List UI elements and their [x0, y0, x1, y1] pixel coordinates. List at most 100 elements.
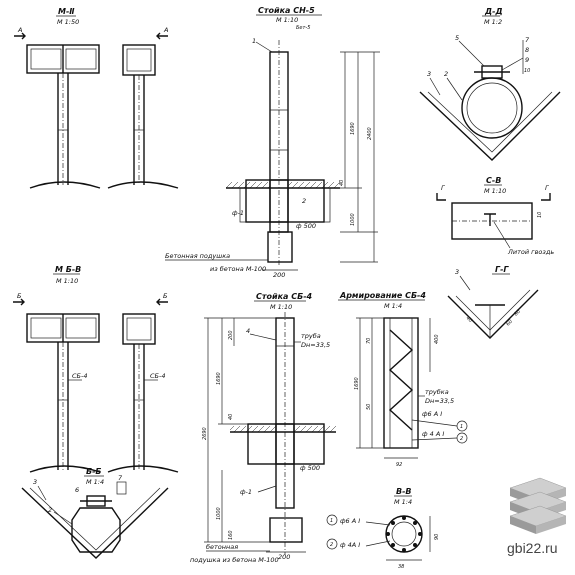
callout: 3 [33, 478, 37, 486]
dimension: 160 [228, 530, 234, 540]
view-reinforcement-sb4: Армирование СБ-4 М 1:4 трубка Dн=33,5 ф6… [338, 291, 468, 468]
callout: 4 [246, 327, 250, 335]
dimension: 1690 [216, 372, 222, 385]
view-scale: М 1:10 [276, 16, 298, 24]
callout: 3 [455, 268, 459, 276]
rebar-label: ф 4А Ⅰ [340, 541, 360, 549]
section-mark: А [17, 26, 22, 34]
callout: 7 [525, 36, 530, 44]
callout: 5 [455, 34, 459, 42]
view-title: Б-Б [86, 467, 102, 476]
view-scale: М 1:10 [484, 187, 506, 195]
dimension: 90 [434, 534, 440, 540]
callout: 1 [252, 37, 256, 45]
view-title: М-Ⅱ [58, 7, 75, 16]
view-g-g: Г-Г 3 40 60 80 [447, 265, 539, 339]
dimension: 1000 [216, 507, 222, 520]
view-scale: М 1:10 [270, 303, 292, 311]
tube-label: труба [301, 332, 321, 340]
part-label: СБ-4 [150, 372, 165, 380]
watermark: gbi22.ru [507, 540, 558, 556]
dimension: 40 [228, 414, 234, 420]
view-d-d: Д-Д М 1:2 5 7 8 9 10 3 2 [419, 7, 561, 161]
rebar-dots [386, 516, 422, 552]
diameter-label: ф 500 [300, 464, 320, 472]
callout: 6 [75, 486, 79, 494]
callout: 2 [302, 197, 306, 205]
rebar-label: ф6 А Ⅰ [422, 410, 442, 418]
view-title: Армирование СБ-4 [339, 291, 426, 300]
callout: 3 [427, 70, 431, 78]
dimension: 50 [366, 404, 372, 410]
pad-label: бетонная [206, 543, 238, 551]
part-label: СБ-4 [72, 372, 87, 380]
view-title: Стойка СН-5 [258, 6, 315, 15]
pad-label: Бетонная подушка [165, 252, 230, 260]
callout: 1 [330, 518, 333, 524]
callout: 2 [460, 436, 463, 442]
tube-label: трубка [425, 388, 449, 396]
view-m-b-v: М Б-В М 1:10 Б СБ-4 СБ-4 Б [13, 265, 179, 473]
callout: 10 [524, 68, 530, 74]
view-scale: М 1:50 [57, 18, 79, 26]
callout: 2 [330, 542, 333, 548]
callout: 2 [444, 70, 448, 78]
view-stand-sb4: Стойка СБ-4 М 1:10 труба Dн=33,5 4 ф 500… [190, 292, 336, 564]
view-scale: М 1:4 [394, 498, 412, 506]
brand-logo: gbi22.ru [507, 477, 567, 556]
dimension: 60 [505, 319, 514, 328]
plate-label: Литой гвоздь [507, 248, 554, 256]
dimension: 92 [396, 462, 402, 468]
rebar-label: ф6 А Ⅰ [340, 517, 360, 525]
view-title: В-В [396, 487, 412, 496]
view-title: М Б-В [55, 265, 81, 274]
view-b-b: Б-Б М 1:4 6 7 3 2 [21, 467, 169, 559]
dimension: 70 [366, 338, 372, 344]
view-scale: М 1:4 [86, 478, 104, 486]
view-stand-sn5: Стойка СН-5 М 1:10 Бет-5 1 2 ф-1 ф 500 2… [165, 6, 380, 279]
dimension: 2690 [202, 427, 208, 440]
view-v-v: В-В М 1:4 1 ф6 А Ⅰ 2 ф 4А Ⅰ 38 90 [326, 487, 440, 570]
dimension: 10 [537, 212, 543, 218]
callout: 1 [460, 424, 463, 430]
dimension: 40 [465, 315, 474, 324]
dimension: 1000 [350, 213, 356, 226]
rebar-label: ф 4 А Ⅰ [422, 430, 444, 438]
view-scale: М 1:4 [384, 302, 402, 310]
dimension: 1690 [350, 122, 356, 135]
view-scale: М 1:2 [484, 18, 502, 26]
tube-label: Dн=33,5 [301, 341, 330, 349]
section-mark: Б [17, 292, 22, 300]
dimension: 400 [434, 334, 440, 344]
note: Бет-5 [296, 25, 310, 31]
stacked-slabs-icon [509, 477, 567, 534]
tube-label: Dн=33,5 [425, 397, 454, 405]
view-title: Д-Д [484, 7, 503, 16]
diameter-label: ф-1 [232, 209, 244, 217]
dimension: 38 [398, 564, 404, 570]
pad-label: подушка из бетона М-100 [190, 556, 279, 564]
view-m2: М-Ⅱ М 1:50 А А [14, 7, 179, 189]
dimension: 1690 [354, 377, 360, 390]
callout: 9 [525, 56, 529, 64]
diameter-label: ф 500 [296, 222, 316, 230]
view-title: Стойка СБ-4 [256, 292, 313, 301]
dimension: 200 [278, 553, 290, 561]
dimension: 40 [339, 180, 345, 186]
callout: 7 [118, 474, 123, 482]
dimension: 200 [273, 271, 285, 279]
callout: 8 [525, 46, 529, 54]
section-mark: А [163, 26, 168, 34]
callout: 2 [48, 506, 52, 514]
view-s-v: С-В М 1:10 Г Г 10 Литой гвоздь [436, 176, 554, 256]
dimension: 2400 [367, 127, 373, 140]
pad-label: из бетона М-100 [210, 265, 266, 273]
diameter-label: ф-1 [240, 488, 252, 496]
dimension: 200 [228, 330, 234, 340]
view-title: Г-Г [495, 265, 509, 274]
dimension: 80 [513, 309, 522, 318]
section-mark: Г [545, 184, 550, 192]
view-scale: М 1:10 [56, 277, 78, 285]
section-mark: Г [441, 184, 446, 192]
